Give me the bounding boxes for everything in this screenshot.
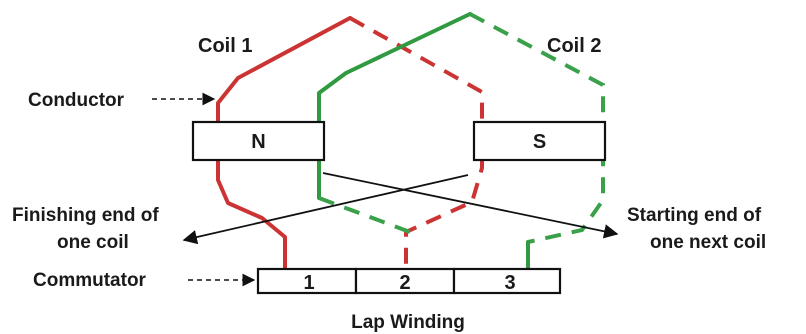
starting-end-arrow (322, 172, 619, 239)
coil-1-solid-conductor (216, 16, 352, 272)
commutator-segment-2 (354, 267, 456, 295)
commutator-segment-1-label: 1 (303, 272, 314, 294)
starting-end-label-line1: Starting end of (627, 205, 762, 226)
coil-1-label: Coil 1 (198, 35, 252, 57)
commutator-segment-3-label: 3 (504, 272, 515, 294)
conductor-label: Conductor (28, 90, 125, 111)
south-pole-box (472, 120, 607, 162)
finishing-end-label-line2: one coil (57, 232, 129, 253)
diagram-caption: Lap Winding (351, 312, 465, 333)
commutator-segment-1 (256, 267, 358, 295)
coil-2-solid-conductor (317, 12, 472, 200)
north-pole-label: N (251, 131, 265, 153)
coil-2-dashed-start (318, 196, 411, 234)
south-pole-label: S (533, 131, 546, 153)
coil-2-label: Coil 2 (547, 35, 601, 57)
coil-1 (216, 16, 484, 272)
north-pole-box (191, 120, 326, 162)
commutator-segment-2-label: 2 (399, 272, 410, 294)
commutator-segment-3 (452, 267, 562, 295)
coil-1-dashed-return (349, 16, 484, 270)
finishing-end-arrow (182, 174, 469, 245)
finishing-end-label-line1: Finishing end of (12, 205, 159, 226)
starting-end-label-line2: one next coil (650, 232, 766, 253)
commutator-label: Commutator (33, 270, 147, 291)
